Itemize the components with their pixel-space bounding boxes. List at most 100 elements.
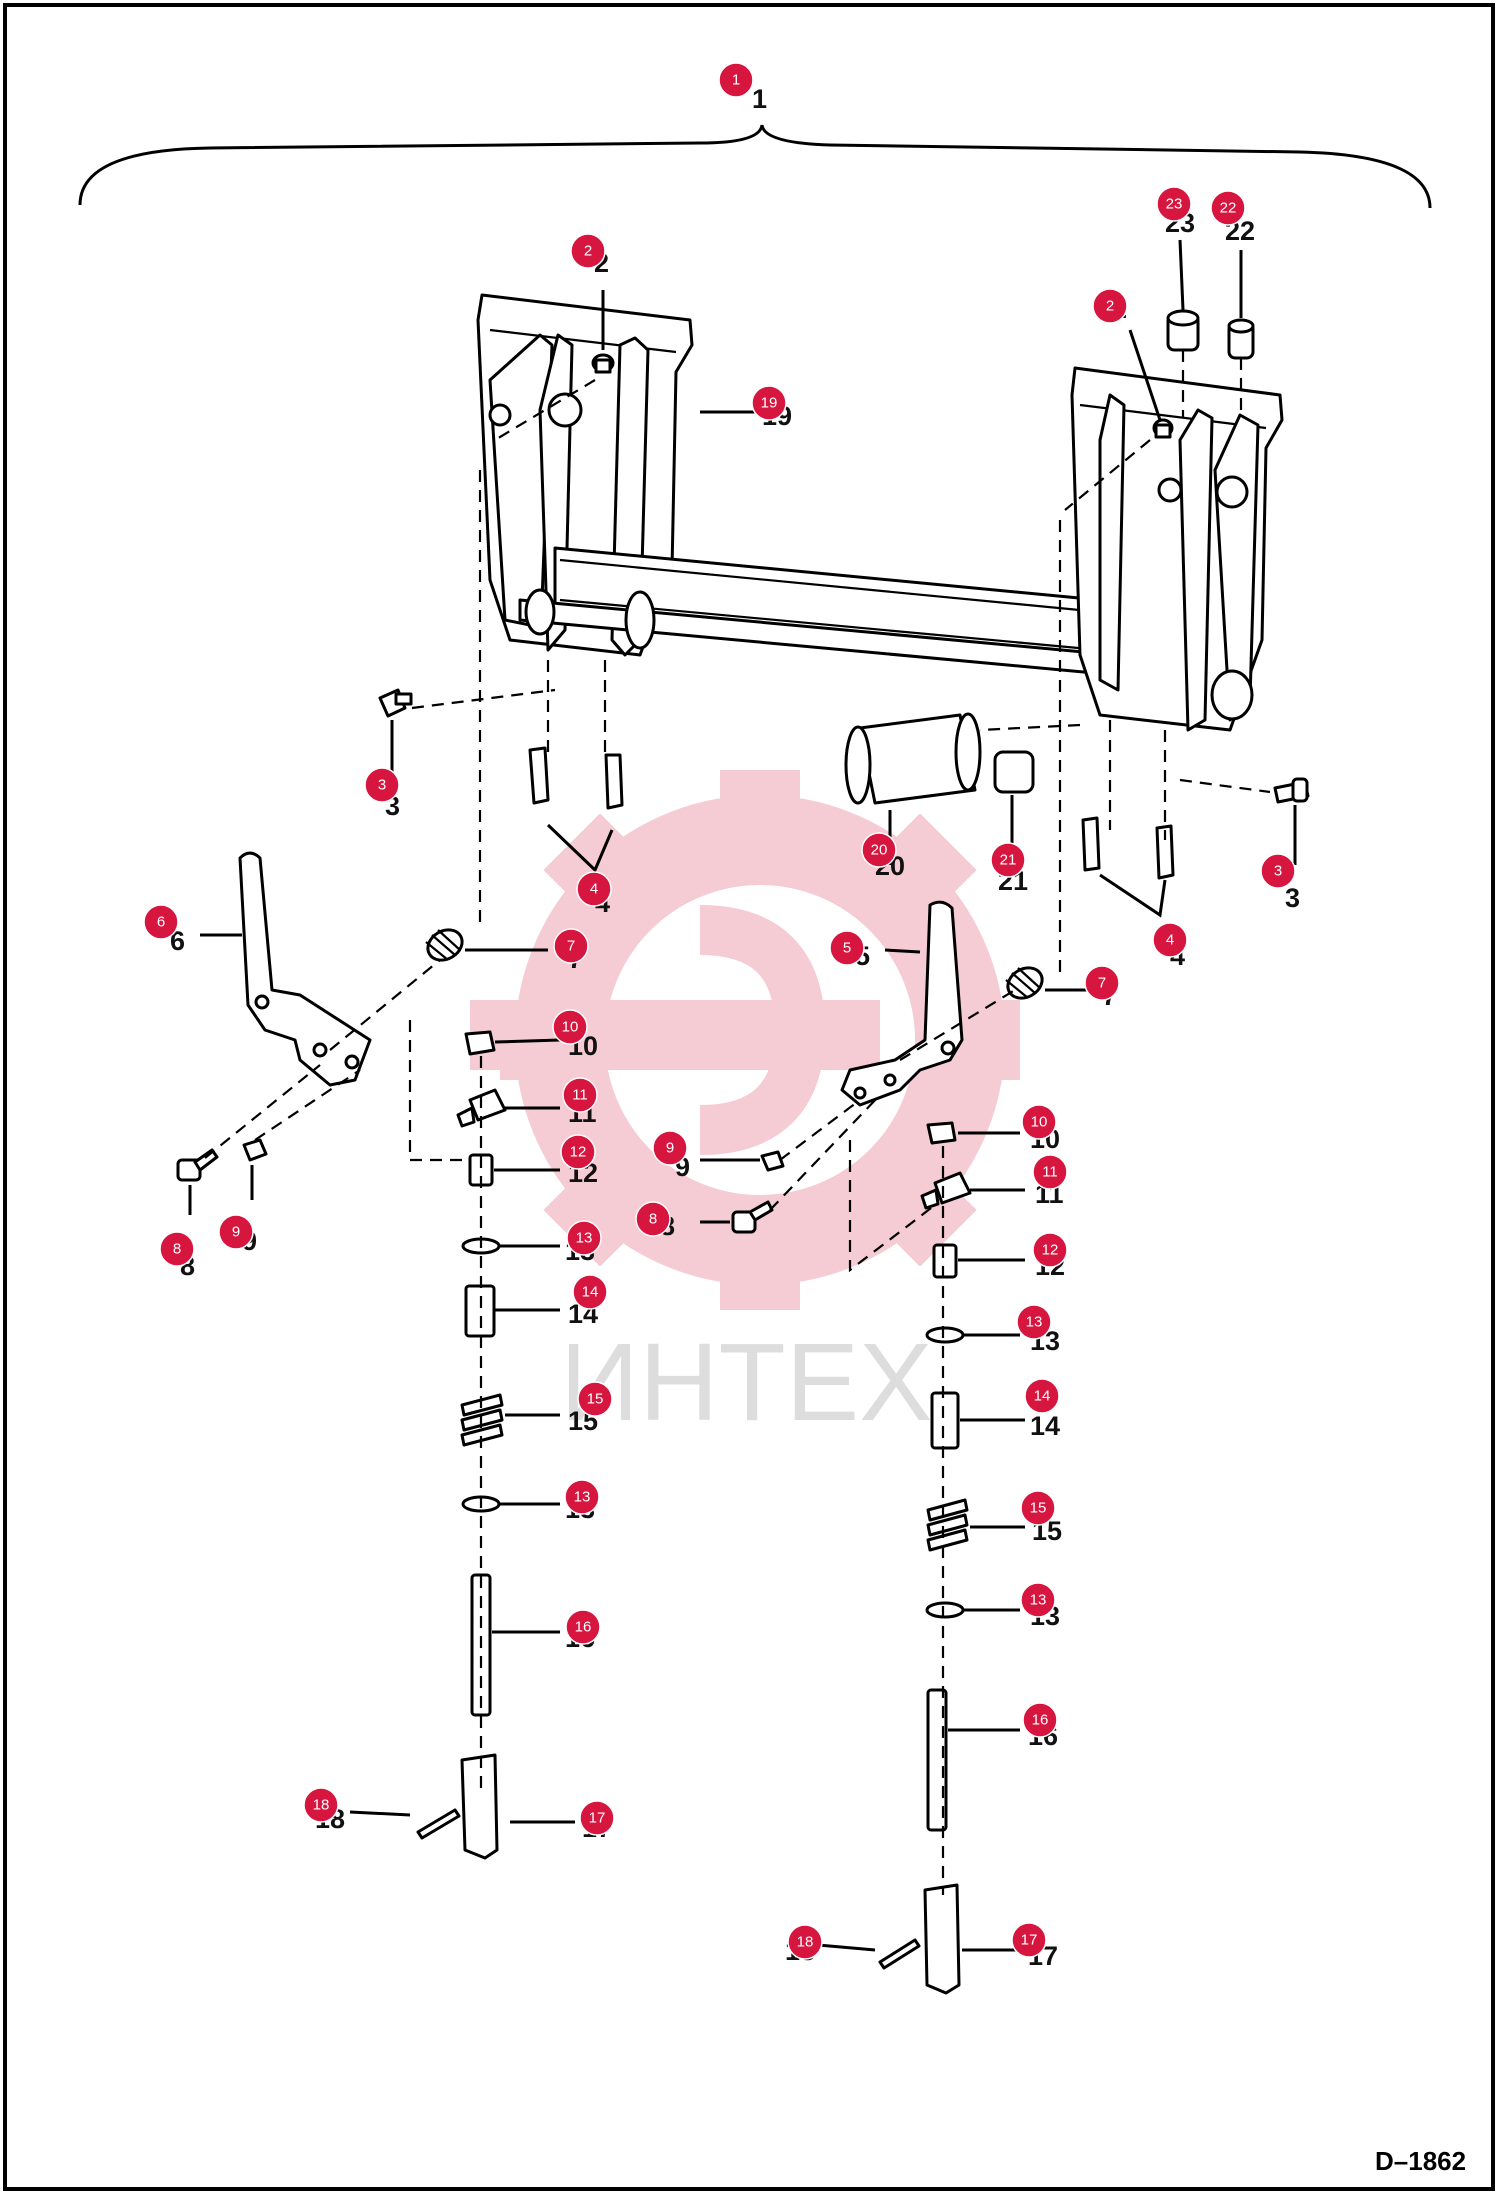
svg-text:18: 18 [797,1934,814,1951]
callout-badge[interactable]: 17 [579,1800,615,1836]
callout-badge[interactable]: 11 [562,1077,598,1113]
svg-text:12: 12 [570,1144,587,1161]
svg-text:3: 3 [378,777,386,794]
assembly-lines [204,350,1271,1895]
callout-badge[interactable]: 15 [1020,1490,1056,1526]
callout-badge[interactable]: 14 [1024,1378,1060,1414]
quick-tach-frame [476,293,1284,732]
assembly-brace [78,124,1432,209]
callout-badge[interactable]: 13 [564,1479,600,1515]
callout-badge[interactable]: 14 [572,1274,608,1310]
callout-badge[interactable]: 18 [787,1924,823,1960]
bolt-8-right [731,1200,774,1234]
svg-text:21: 21 [1000,852,1017,869]
svg-text:22: 22 [1220,200,1237,217]
svg-text:2: 2 [584,243,592,260]
callout-badge[interactable]: 9 [652,1130,688,1166]
svg-text:10: 10 [562,1019,579,1036]
spring-7-left [425,928,464,962]
svg-text:4: 4 [590,881,598,898]
spring-7-right [1005,966,1044,1000]
callout-badge[interactable]: 5 [829,930,865,966]
leader-lines [188,239,1297,1952]
callout-badge[interactable]: 3 [364,767,400,803]
callout-badge[interactable]: 8 [635,1201,671,1237]
callout-badge[interactable]: 4 [1152,922,1188,958]
lever-6 [238,851,372,1087]
diagram-frame [3,3,1495,2191]
part-number-14: 14 [1030,1411,1060,1441]
bushing-21 [993,750,1035,794]
pin-stack-right [878,1121,972,1995]
callout-badge[interactable]: 18 [303,1787,339,1823]
svg-text:13: 13 [1026,1314,1043,1331]
svg-text:7: 7 [1098,975,1106,992]
svg-text:11: 11 [572,1087,588,1104]
svg-text:12: 12 [1042,1242,1059,1259]
svg-text:1: 1 [732,72,740,89]
callout-badge[interactable]: 8 [159,1231,195,1267]
svg-text:9: 9 [232,1224,240,1241]
bolt-3-right [1273,777,1310,804]
callout-badge[interactable]: 1 [718,62,754,98]
bushing-23 [1166,309,1200,352]
callout-badge[interactable]: 2 [1092,288,1128,324]
callout-badge[interactable]: 20 [861,832,897,868]
bolt-3-left [378,688,413,718]
drawing-code: D–1862 [1375,2146,1466,2176]
svg-text:19: 19 [761,395,778,412]
grease-fitting-left [591,353,615,374]
callout-badge[interactable]: 4 [576,871,612,907]
svg-text:18: 18 [313,1797,330,1814]
callout-badge[interactable]: 7 [553,928,589,964]
watermark-text: ИНТЕХ [560,1321,932,1444]
svg-text:5: 5 [843,940,851,957]
callout-badge[interactable]: 12 [1032,1232,1068,1268]
bushing-22 [1227,318,1255,360]
part-number-1: 1 [752,84,767,114]
svg-text:14: 14 [582,1284,599,1301]
callout-badge[interactable]: 19 [751,385,787,421]
callout-badge[interactable]: 22 [1210,190,1246,226]
nut-9-right [760,1150,785,1172]
svg-text:13: 13 [576,1230,593,1247]
grease-fitting-right [1152,418,1174,439]
callout-badge[interactable]: 10 [552,1009,588,1045]
callout-badge[interactable]: 6 [143,904,179,940]
callout-badge[interactable]: 13 [1016,1304,1052,1340]
tube-20 [844,712,982,805]
callout-badge[interactable]: 7 [1084,965,1120,1001]
svg-text:13: 13 [1030,1592,1047,1609]
callout-badge[interactable]: 13 [1020,1582,1056,1618]
svg-text:3: 3 [1274,863,1282,880]
lever-5 [840,900,964,1107]
callout-badge[interactable]: 17 [1011,1922,1047,1958]
svg-text:6: 6 [157,914,165,931]
svg-text:4: 4 [1166,932,1174,949]
guides-4-right [1081,816,1175,880]
svg-text:17: 17 [1021,1932,1038,1949]
callout-badge[interactable]: 23 [1156,186,1192,222]
callout-badge[interactable]: 9 [218,1214,254,1250]
svg-text:16: 16 [1032,1712,1049,1729]
pin-stack-left [416,1030,507,1860]
callout-badge[interactable]: 16 [565,1609,601,1645]
nut-9-left [242,1138,268,1162]
callout-badge[interactable]: 21 [990,842,1026,878]
svg-text:17: 17 [589,1810,606,1827]
guides-4-left [528,746,624,810]
callout-badge[interactable]: 3 [1260,853,1296,889]
svg-text:13: 13 [574,1489,591,1506]
callout-badge[interactable]: 13 [566,1220,602,1256]
svg-text:15: 15 [587,1391,604,1408]
callout-badge[interactable]: 16 [1022,1702,1058,1738]
callout-badge[interactable]: 15 [577,1381,613,1417]
svg-text:16: 16 [575,1619,592,1636]
svg-text:23: 23 [1166,196,1183,213]
svg-text:15: 15 [1030,1500,1047,1517]
callout-badge[interactable]: 2 [570,233,606,269]
callout-badge[interactable]: 11 [1032,1154,1068,1190]
callout-badge[interactable]: 10 [1021,1104,1057,1140]
callout-badge[interactable]: 12 [560,1134,596,1170]
